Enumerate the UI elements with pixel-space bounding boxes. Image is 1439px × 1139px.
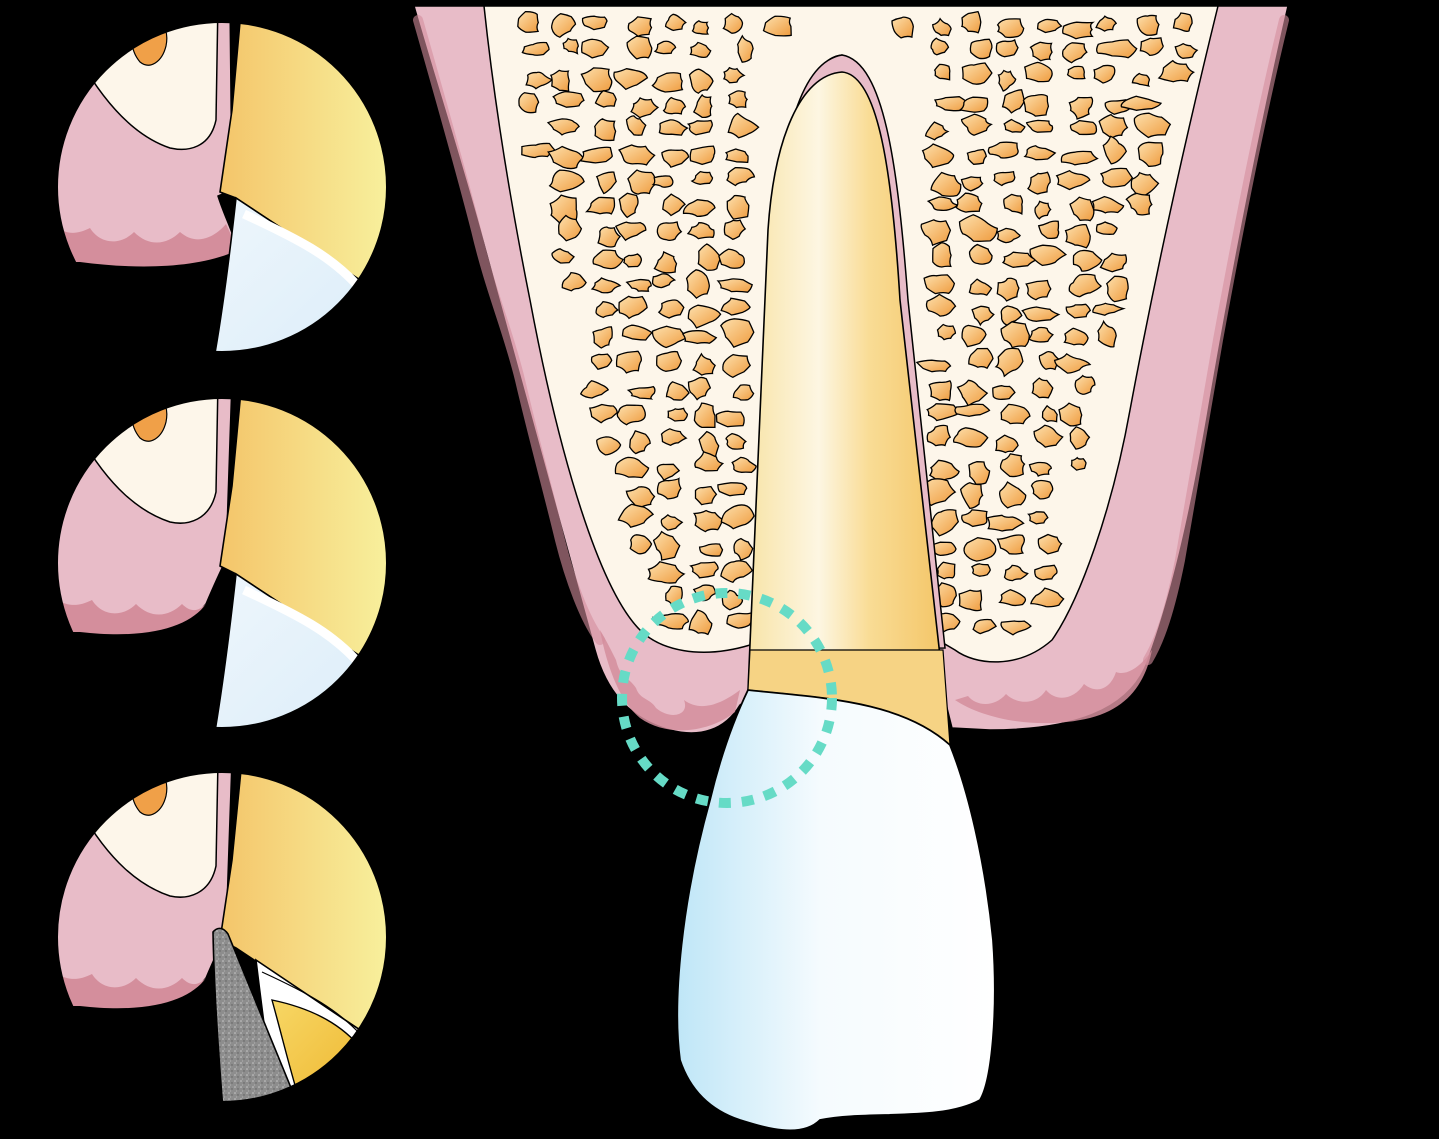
trabecula (668, 408, 687, 421)
trabecula (970, 39, 992, 58)
trabecula (688, 121, 712, 135)
trabecula (595, 119, 616, 141)
detail-inset-2 (40, 380, 400, 760)
trabecula (1068, 66, 1085, 78)
main-tooth-illustration (414, 6, 1288, 1130)
detail-inset-1 (40, 0, 400, 380)
trabecula (933, 243, 951, 267)
trabecula (659, 300, 684, 318)
trabecula (959, 590, 981, 610)
trabecula (624, 254, 642, 267)
trabecula (726, 149, 748, 162)
detail-inset-3 (40, 760, 400, 1139)
trabecula (519, 93, 539, 113)
trabecula (716, 411, 744, 427)
trabecula (938, 562, 955, 579)
trabecula (967, 150, 986, 165)
tooth-crown (677, 690, 994, 1130)
trabecula (972, 564, 990, 576)
trabecula (1107, 276, 1128, 301)
trabecula (727, 196, 749, 220)
trabecula (690, 146, 715, 164)
trabecula (657, 352, 682, 372)
trabecula (1071, 458, 1086, 470)
trabecula (1026, 281, 1051, 300)
trabecula (996, 40, 1018, 57)
